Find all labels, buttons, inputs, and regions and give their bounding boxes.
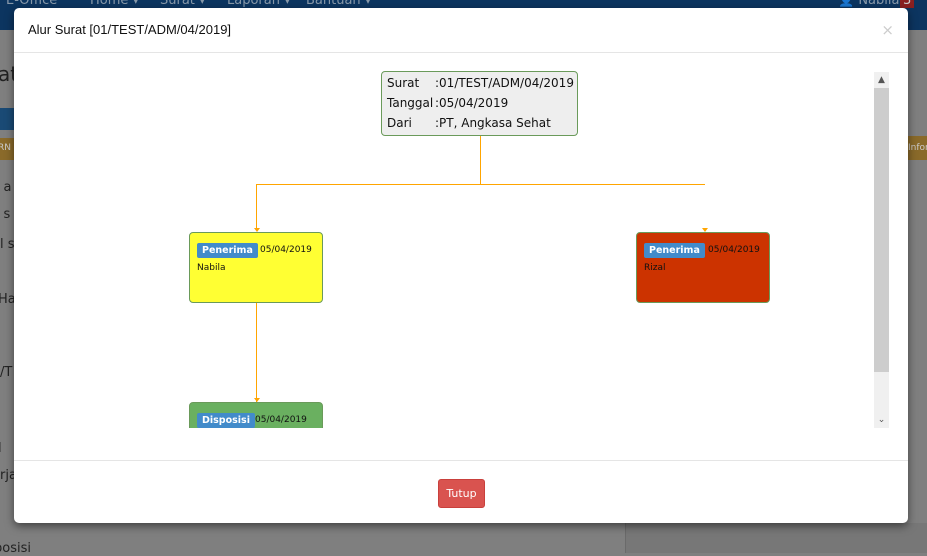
brand-logo[interactable]: E-Office [6, 0, 58, 8]
connector-line [256, 303, 257, 402]
node-penerima-nabila[interactable]: Penerima 05/04/2019 Nabila [189, 232, 323, 303]
value-dari: :PT, Angkasa Sehat [435, 116, 551, 130]
arrow-down-icon [254, 228, 260, 232]
bg-info-tab: Infor [908, 136, 927, 160]
nav-laporan[interactable]: Laporan ▾ [227, 0, 291, 8]
scroll-down-icon[interactable]: ⌄ [877, 415, 886, 425]
tutup-button[interactable]: Tutup [438, 479, 485, 508]
modal-header: Alur Surat [01/TEST/ADM/04/2019] × [14, 8, 908, 53]
bg-panel [625, 523, 927, 553]
user-menu[interactable]: 👤 Nabila [838, 0, 899, 8]
node-penerima-rizal[interactable]: Penerima 05/04/2019 Rizal [636, 232, 770, 303]
node-name: Rizal [644, 263, 666, 273]
role-badge: Disposisi [197, 413, 255, 428]
connector-line [480, 136, 481, 184]
label-dari: Dari [387, 116, 412, 130]
bg-fragment: at [0, 62, 19, 86]
value-surat: :01/TEST/ADM/04/2019 [435, 76, 574, 90]
bg-fragment: l [0, 441, 2, 456]
bg-fragment: erja [0, 468, 17, 483]
bg-panel-header [0, 108, 14, 130]
scrollbar-thumb[interactable] [874, 88, 889, 372]
alur-surat-modal: Alur Surat [01/TEST/ADM/04/2019] × Surat… [14, 8, 908, 523]
scroll-up-icon[interactable]: ▲ [878, 75, 885, 85]
bg-fragment: a/T [0, 365, 13, 380]
node-date: 05/04/2019 [708, 245, 760, 255]
value-tanggal: :05/04/2019 [435, 96, 509, 110]
bg-fragment: posisi [0, 541, 31, 556]
modal-footer: Tutup [14, 460, 908, 524]
node-disposisi[interactable]: Disposisi 05/04/2019 [189, 402, 323, 428]
vertical-scrollbar[interactable]: ▲ ⌄ [874, 72, 889, 428]
node-date: 05/04/2019 [255, 415, 307, 425]
role-badge: Penerima [644, 243, 705, 258]
connector-line [256, 184, 257, 228]
user-name: Nabila [858, 0, 900, 8]
arrow-down-icon [702, 228, 708, 232]
modal-title: Alur Surat [01/TEST/ADM/04/2019] [28, 22, 232, 37]
nav-home[interactable]: Home ▾ [90, 0, 140, 8]
bg-fragment: r a [0, 180, 12, 195]
nav-surat[interactable]: Surat ▾ [160, 0, 206, 8]
nav-bantuan[interactable]: Bantuan ▾ [306, 0, 372, 8]
role-badge: Penerima [197, 243, 258, 258]
close-icon[interactable]: × [881, 21, 894, 39]
flow-diagram: Surat :01/TEST/ADM/04/2019 Tanggal:05/04/… [30, 70, 890, 428]
bg-fragment: RN [0, 143, 11, 153]
connector-line [256, 184, 705, 185]
node-name: Nabila [197, 263, 226, 273]
label-tanggal: Tanggal [387, 96, 434, 110]
bg-fragment: al s [0, 237, 15, 252]
bg-tab [0, 138, 14, 160]
node-date: 05/04/2019 [260, 245, 312, 255]
label-surat: Surat [387, 76, 420, 90]
letter-info-box: Surat :01/TEST/ADM/04/2019 Tanggal:05/04/… [381, 71, 578, 136]
arrow-down-icon [254, 398, 260, 402]
notification-badge[interactable]: 3 [900, 0, 915, 8]
bg-fragment: r s [0, 207, 11, 222]
